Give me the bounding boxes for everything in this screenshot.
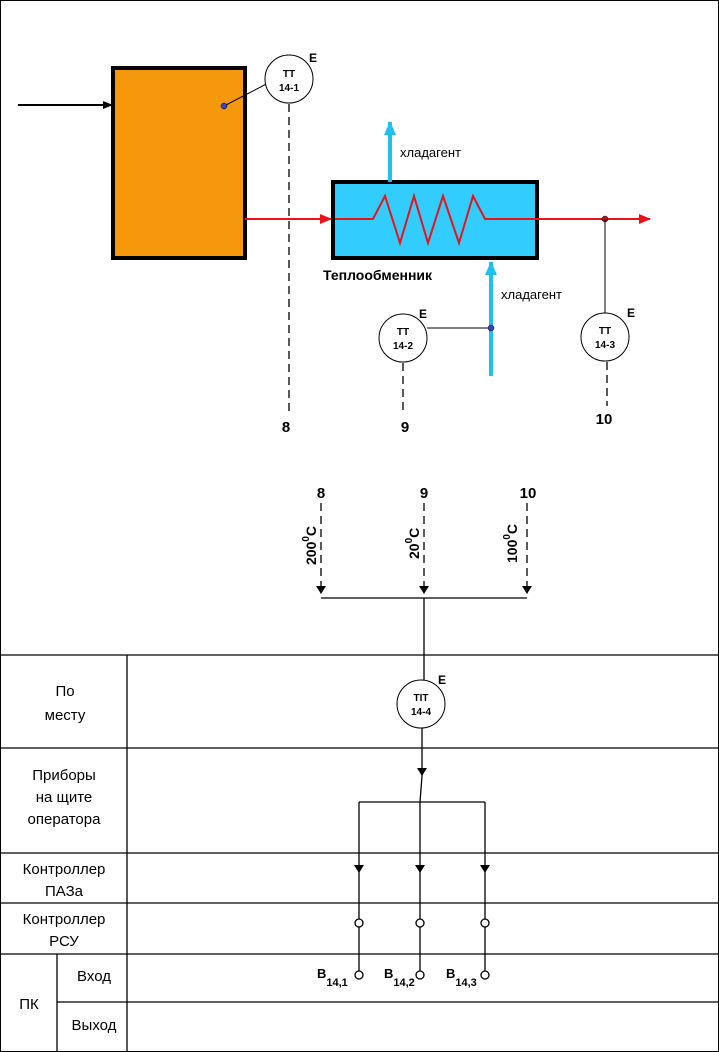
tit-14-4-tag: 14-4 (411, 707, 431, 718)
dcs-node-2 (415, 918, 425, 928)
svg-text:2000C: 2000C (301, 526, 319, 565)
exchanger-label: Теплообменник (323, 267, 433, 283)
temp-100-value: 100 (504, 539, 520, 563)
output-3-sub: 14,3 (455, 977, 476, 989)
row-label-pc: ПК (19, 996, 39, 1013)
tt-14-3-bubble: TT 14-3 E (580, 306, 635, 362)
row-label-pc-in: Вход (77, 968, 111, 985)
temp-100-sup: 0 (502, 534, 513, 540)
tt-14-1-tag: 14-1 (279, 83, 299, 94)
input-number-9: 9 (420, 485, 428, 502)
temp-200-unit: C (303, 526, 319, 536)
tt-14-1-flag: E (309, 51, 317, 65)
pc-in-node-1 (354, 970, 364, 980)
dcs-node-1 (354, 918, 364, 928)
input-number-8: 8 (317, 485, 325, 502)
temp-20-sup: 0 (404, 537, 415, 543)
tt-14-2-tag: 14-2 (393, 341, 413, 352)
line-number-9: 9 (401, 419, 409, 436)
tt-14-2-func: TT (397, 327, 409, 338)
tt-14-1-bubble: TT 14-1 E (264, 51, 317, 104)
dcs-node-3 (480, 918, 490, 928)
temp-200-sup: 0 (301, 536, 312, 542)
temp-100-unit: C (504, 524, 520, 534)
output-1-sub: 14,1 (326, 977, 347, 989)
tt-14-3-func: TT (599, 326, 611, 337)
tt-14-1-sensor-dot (220, 102, 228, 110)
output-1-letter: B (317, 966, 326, 981)
output-2-letter: B (384, 966, 393, 981)
exchanger-coil (335, 192, 537, 247)
coolant-in-label: хладагент (501, 287, 562, 302)
vessel (111, 66, 247, 260)
output-2-sub: 14,2 (393, 977, 414, 989)
tit-14-4-func: TIT (414, 693, 429, 704)
temp-label-20: 200C (404, 528, 422, 559)
temp-200-value: 200 (303, 541, 319, 565)
output-3-letter: B (446, 966, 455, 981)
temp-20-value: 20 (406, 543, 422, 559)
dist-trunk (419, 775, 423, 803)
line-number-10: 10 (596, 411, 613, 428)
tt-14-3-flag: E (627, 306, 635, 320)
temp-label-100: 1000C (502, 524, 520, 563)
tt-14-2-flag: E (419, 307, 427, 321)
pc-in-node-3 (480, 970, 490, 980)
svg-text:200C: 200C (404, 528, 422, 559)
output-label-3: B14,3 (446, 966, 477, 989)
tit-14-4-flag: E (438, 673, 446, 687)
pc-in-node-2 (415, 970, 425, 980)
tt-14-1-func: TT (283, 69, 295, 80)
line-number-8: 8 (282, 419, 290, 436)
svg-text:1000C: 1000C (502, 524, 520, 563)
output-label-1: B14,1 (317, 966, 348, 989)
tt-14-2-sensor-dot (487, 324, 495, 332)
coolant-out-label: хладагент (400, 145, 461, 160)
tt-14-2-bubble: TT 14-2 E (378, 307, 428, 363)
temp-label-200: 2000C (301, 526, 319, 565)
temp-20-unit: C (406, 528, 422, 538)
tit-14-4-bubble: TIT 14-4 E (396, 673, 446, 729)
input-number-10: 10 (520, 485, 537, 502)
output-label-2: B14,2 (384, 966, 415, 989)
tt-14-3-tag: 14-3 (595, 340, 615, 351)
row-label-pc-out: Выход (72, 1017, 117, 1034)
